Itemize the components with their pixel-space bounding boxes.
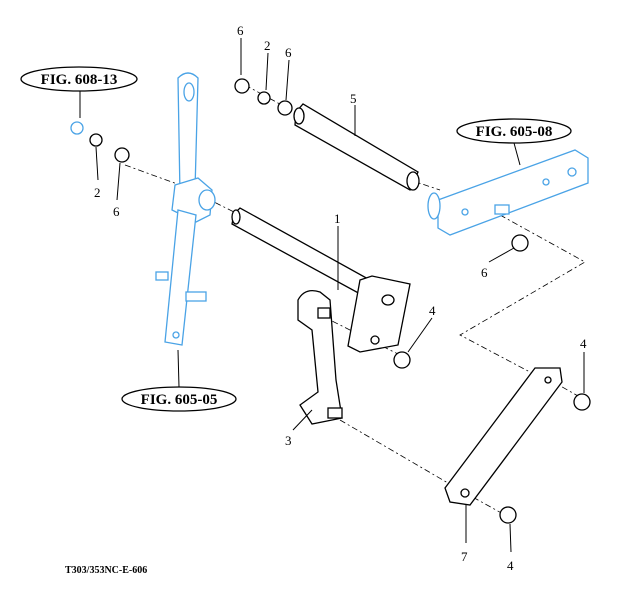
callout-3: 3 — [285, 433, 292, 448]
ref-link-fig-605-05 — [155, 72, 216, 346]
leader-lines — [79, 38, 585, 553]
fig-ref-605-05[interactable]: FIG. 605-05 — [121, 386, 237, 412]
o-ring-icon — [89, 133, 103, 147]
ref-snap-ring-icon — [70, 121, 84, 135]
e-clip-icon — [393, 351, 411, 369]
callout-2: 2 — [264, 38, 271, 53]
callout-4: 4 — [429, 303, 436, 318]
fig-ref-label: FIG. 608-13 — [41, 72, 118, 88]
shaft-1 — [231, 207, 371, 296]
callout-6: 6 — [113, 204, 120, 219]
callout-2: 2 — [94, 185, 101, 200]
e-clip-icon — [234, 78, 250, 94]
callout-4: 4 — [580, 336, 587, 351]
e-clip-icon — [277, 100, 293, 116]
callout-4: 4 — [507, 558, 514, 573]
fig-ref-label: FIG. 605-05 — [141, 392, 218, 408]
callout-6: 6 — [237, 23, 244, 38]
link-7 — [444, 367, 563, 506]
fig-ref-605-08[interactable]: FIG. 605-08 — [456, 118, 572, 144]
fig-ref-label: FIG. 605-08 — [476, 124, 553, 140]
callout-7: 7 — [461, 549, 468, 564]
arm-3 — [297, 289, 343, 425]
ref-plate-fig-605-08 — [427, 149, 589, 236]
drawing-code: T303/353NC-E-606 — [65, 565, 147, 576]
callout-6: 6 — [481, 265, 488, 280]
fasteners — [89, 78, 591, 524]
e-clip-icon — [499, 506, 517, 524]
e-clip-icon — [511, 234, 529, 252]
callout-6: 6 — [285, 45, 292, 60]
callout-1: 1 — [334, 211, 341, 226]
callout-5: 5 — [350, 91, 357, 106]
e-clip-icon — [573, 393, 591, 411]
shaft-5 — [293, 103, 420, 191]
lever-block — [347, 275, 411, 353]
o-ring-icon — [257, 91, 271, 105]
fig-ref-608-13[interactable]: FIG. 608-13 — [20, 66, 138, 92]
e-clip-icon — [114, 147, 130, 163]
